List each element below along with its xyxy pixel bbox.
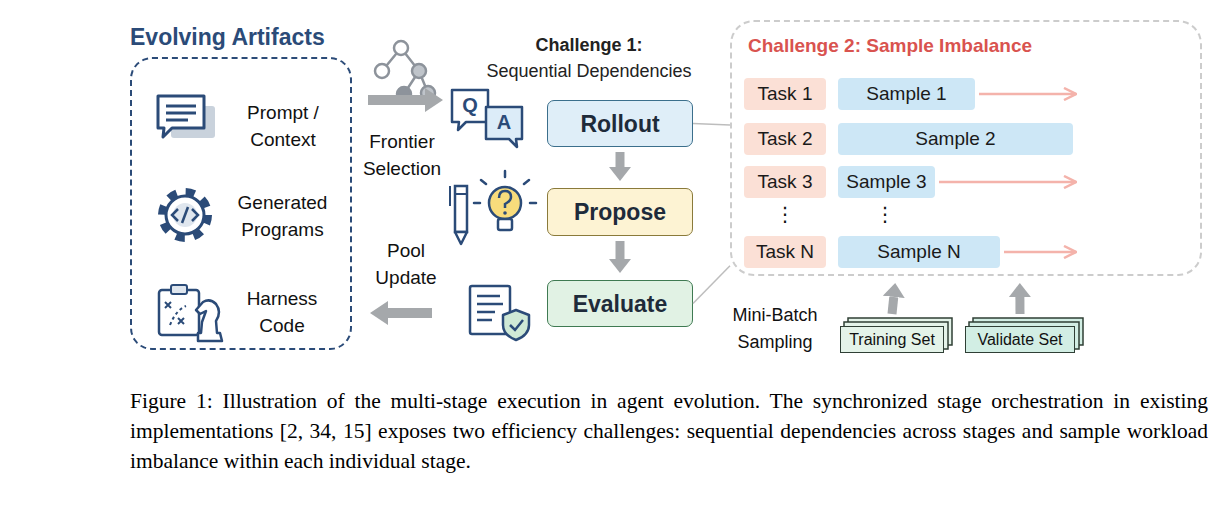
callout-line <box>693 124 730 125</box>
node-label: Sample 1 <box>866 80 946 108</box>
progress-arrow <box>939 181 1076 184</box>
idea-icon <box>489 187 521 219</box>
arrow-label: Mini-Batch Sampling <box>720 302 830 356</box>
qa-icon <box>486 107 522 147</box>
idea-icon <box>455 193 467 195</box>
icon-letter: A <box>490 109 518 135</box>
qa-icon <box>452 90 488 130</box>
qa-icon <box>452 90 522 147</box>
stage-box: Evaluate <box>547 280 693 327</box>
gear-icon <box>162 192 208 238</box>
node-label: Evaluate <box>573 290 668 318</box>
stage-box: Propose <box>547 188 693 236</box>
chat-icon <box>166 112 196 115</box>
artifact-label: Prompt / Context <box>228 99 338 153</box>
gear-icon <box>166 196 204 234</box>
node-label: Propose <box>574 198 666 226</box>
arrow-label: Frontier Selection <box>352 128 452 182</box>
dataset-card: Training Set <box>840 326 944 353</box>
gear-icon <box>173 203 197 227</box>
node-label: Sample 2 <box>915 125 995 153</box>
idea-icon <box>474 171 536 203</box>
progress-arrow <box>1004 251 1076 254</box>
sample-box: Sample 2 <box>838 123 1073 155</box>
node-label: Sample N <box>877 238 960 266</box>
figure-caption: Figure 1: Illustration of the multi-stag… <box>130 386 1208 476</box>
tree-icon <box>394 41 408 55</box>
gear-icon <box>172 209 178 221</box>
challenge-subtitle: Sequential Dependencies <box>458 58 720 84</box>
document-icon <box>470 286 529 340</box>
arrow-label: Pool Update <box>360 237 452 291</box>
artifact-label: Generated Programs <box>220 189 345 243</box>
document-icon <box>477 296 503 320</box>
idea-icon <box>449 186 451 206</box>
task-box: Task N <box>744 236 826 268</box>
idea-icon <box>498 219 512 230</box>
frontier-arrow <box>368 88 443 112</box>
document-icon <box>503 310 529 340</box>
stage-box: Rollout <box>547 100 693 147</box>
gear-icon <box>162 192 208 238</box>
node-label: Validate Set <box>977 326 1062 354</box>
strategy-icon <box>159 290 199 335</box>
tree-icon <box>412 64 426 78</box>
idea-icon <box>455 232 467 244</box>
node-label: Sample 3 <box>846 168 926 196</box>
panel-heading: Evolving Artifacts <box>130 23 325 51</box>
artifact-label: Harness Code <box>232 285 332 339</box>
icon-letter: Q <box>456 92 484 118</box>
panel-heading: Challenge 2: Sample Imbalance <box>748 32 1032 60</box>
strategy-icon <box>170 306 186 325</box>
sample-box: Sample 3 <box>838 166 935 198</box>
task-box: Task 2 <box>744 123 826 155</box>
node-label: Task 2 <box>758 125 813 153</box>
chat-icon <box>158 96 215 138</box>
strategy-icon <box>165 302 184 324</box>
sampling-arrow <box>892 297 894 314</box>
challenge-title: Challenge 1: <box>514 32 664 58</box>
task-box: Task 1 <box>744 78 826 110</box>
node-label: Task N <box>756 238 814 266</box>
ellipsis-mark: ⋮ <box>775 201 795 227</box>
node-label: Rollout <box>580 110 659 138</box>
flow-arrow <box>616 152 625 167</box>
idea-icon <box>455 186 467 232</box>
idea-icon <box>499 191 511 208</box>
gear-icon <box>182 207 188 223</box>
strategy-icon <box>196 300 222 341</box>
idea-icon <box>450 171 536 244</box>
chat-icon <box>158 96 204 137</box>
flow-arrow <box>616 241 625 259</box>
challenge-panel: Challenge 2: Sample ImbalanceTask 1 Sampl… <box>730 20 1202 276</box>
progress-arrow <box>979 93 1076 96</box>
dataset-card: Validate Set <box>965 326 1075 353</box>
document-icon <box>510 320 523 330</box>
tree-icon <box>375 64 389 78</box>
sample-box: Sample 1 <box>838 78 975 110</box>
strategy-icon <box>159 285 222 341</box>
strategy-icon <box>171 285 187 294</box>
gear-icon <box>192 209 198 221</box>
sample-box: Sample N <box>838 236 1000 268</box>
chat-icon <box>166 119 188 122</box>
node-label: Task 3 <box>758 168 813 196</box>
sampling-arrow <box>1015 297 1024 314</box>
chat-icon <box>166 105 196 108</box>
pool-update-arrow <box>370 301 432 325</box>
progress-arrow <box>939 94 1076 252</box>
idea-icon <box>503 211 507 215</box>
node-label: Task 1 <box>758 80 813 108</box>
task-box: Task 3 <box>744 166 826 198</box>
callout-line <box>693 266 730 304</box>
node-label: Training Set <box>849 326 935 354</box>
ellipsis-mark: ⋮ <box>875 201 895 227</box>
